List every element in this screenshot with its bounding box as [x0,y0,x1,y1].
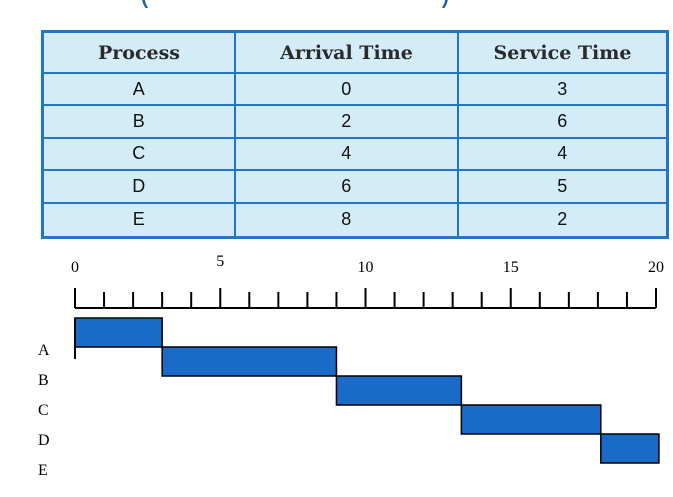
axis-tick-label: 10 [358,259,374,276]
row-label-a: A [38,342,50,359]
table-cell-service-time: 5 [459,171,666,204]
axis-tick-label: 0 [71,259,79,276]
row-label-e: E [38,462,48,479]
table-cell-service-time: 3 [459,74,666,107]
table-cell-arrival-time: 6 [236,171,459,204]
axis-tick-label: 20 [648,259,664,276]
column-header-process: Process [44,33,236,74]
gantt-bar-d [460,404,602,435]
left-paren: ( [140,0,150,8]
gantt-bar-c [335,375,463,406]
gantt-bar-b [161,346,338,377]
gantt-bar-e [600,433,660,464]
clipped-heading: ( ) [140,0,450,8]
right-paren: ) [440,0,450,8]
axis-tick-label: 15 [503,259,519,276]
table-cell-process: C [44,138,236,172]
table-cell-service-time: 2 [557,209,568,230]
table-cell-arrival-time: 0 [236,74,459,107]
table-cell-arrival-time: 4 [236,138,459,172]
table-cell-process: B [44,106,236,139]
axis-tick-label: 5 [216,253,224,270]
row-label-d: D [38,432,50,449]
gantt-bar-a [74,317,163,348]
table-cell-service-time: 4 [459,139,666,172]
column-header-arrival-time: Arrival Time [236,33,459,74]
table-cell-process: D [44,171,236,204]
table-cell-arrival-time: 2 [236,106,459,139]
row-label-b: B [38,372,49,389]
column-header-service-time: Service Time [459,33,666,74]
table-cell-process: A [44,74,236,107]
table-cell-service-time: 6 [459,106,666,139]
table-cell-process: E [44,203,236,236]
table-cell-arrival-time: 8 [236,203,459,236]
row-label-c: C [38,402,49,419]
